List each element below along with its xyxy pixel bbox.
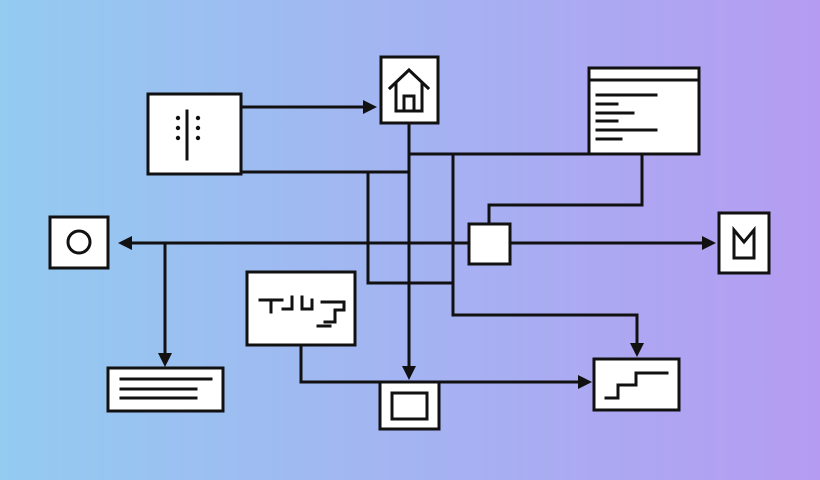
circle-box [48,215,110,270]
connector-tetris-to-staircase [299,343,581,384]
arrowhead-m [702,236,716,250]
arrowhead-staircase-left [578,375,592,389]
circle-icon [66,229,92,255]
hub-node[interactable] [467,222,512,266]
m-icon [732,225,756,260]
staircase-icon [604,371,669,400]
home-node[interactable] [379,55,440,125]
vertical-dots-node[interactable] [146,92,243,176]
staircase-box [592,357,681,412]
inner-square-icon [390,391,429,421]
m-letter-node[interactable] [717,211,771,275]
connector-loop [366,170,455,285]
staircase-node[interactable] [592,357,681,412]
arrowhead-inner-square [402,366,416,380]
code-window-node[interactable] [587,66,701,156]
inner-square-box [378,380,441,431]
inner-square-node[interactable] [378,380,441,431]
connector-to-staircase [451,152,639,347]
square-hub-icon [467,222,512,266]
arrowhead-home [363,100,377,114]
connector-lines [118,100,716,389]
arrowhead-circle [118,236,132,250]
circle-node[interactable] [48,215,110,270]
home-icon [387,67,431,113]
home-box [379,55,440,125]
vertical-dots-icon [175,109,201,161]
code-window-icon [587,78,701,141]
text-lines-node[interactable] [106,366,225,413]
arrowhead-staircase-top [630,343,644,357]
connector-code-to-hub [487,152,644,226]
tetris-blocks-node[interactable] [245,270,357,347]
arrowhead-text-lines [158,353,172,367]
text-lines-icon [119,377,213,400]
tetris-blocks-icon [258,295,346,328]
vertical-dots-box [146,92,243,176]
